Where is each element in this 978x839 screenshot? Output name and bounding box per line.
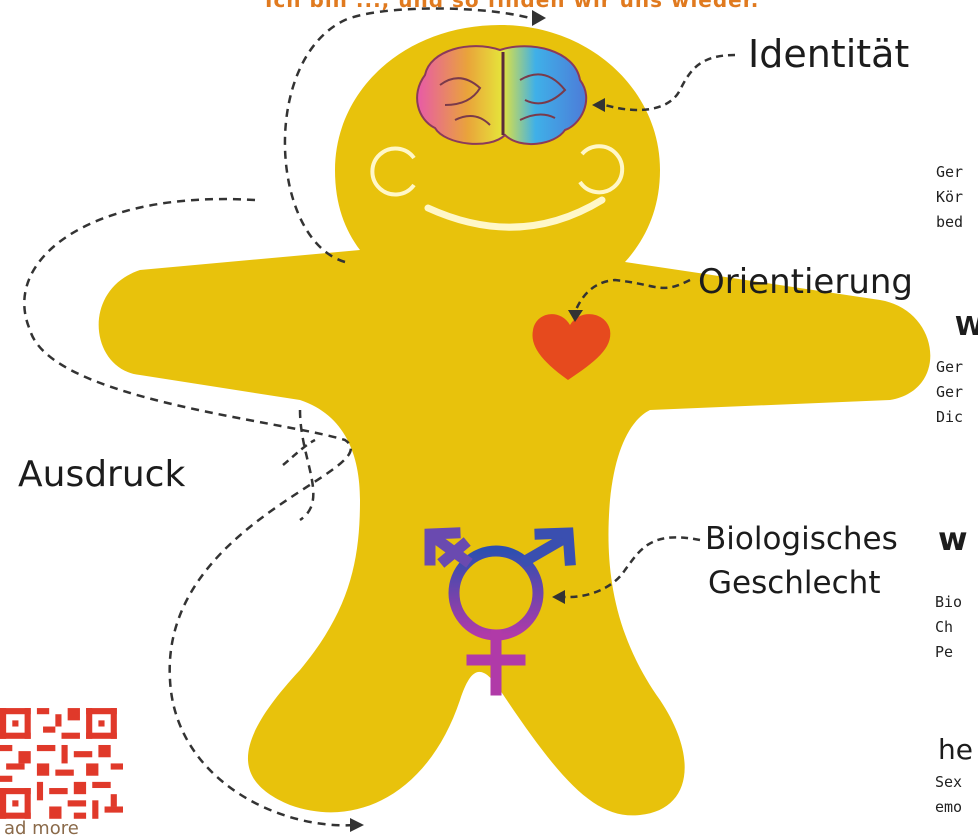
sex-notes: Sex emo	[935, 770, 962, 820]
orientation-notes: Ger Ger Dic	[936, 355, 963, 430]
biological-label-line1: Biologisches	[705, 521, 898, 557]
note-line: Pe	[935, 640, 962, 665]
identity-notes: Ger Kör bed	[936, 160, 963, 235]
note-line: Bio	[935, 590, 962, 615]
expression-label: Ausdruck	[18, 454, 185, 495]
note-line: Ger	[936, 160, 963, 185]
note-line: Ch	[935, 615, 962, 640]
note-line: Kör	[936, 185, 963, 210]
note-line: Dic	[936, 405, 963, 430]
partial-heading-w2: W	[955, 312, 978, 342]
biological-notes: Bio Ch Pe	[935, 590, 962, 665]
qr-caption: ad more	[4, 818, 79, 839]
note-line: Ger	[936, 380, 963, 405]
note-line: Ger	[936, 355, 963, 380]
partial-heading-w: w	[938, 520, 968, 558]
brain-icon	[417, 46, 586, 144]
qr-code[interactable]	[0, 708, 123, 825]
note-line: emo	[935, 795, 962, 820]
gingerbread-body	[99, 25, 931, 815]
note-line: bed	[936, 210, 963, 235]
note-line: Sex	[935, 770, 962, 795]
partial-heading-he: he	[938, 733, 973, 766]
biological-label-line2: Geschlecht	[708, 565, 880, 601]
identity-label: Identität	[748, 32, 909, 76]
orientation-label: Orientierung	[698, 262, 913, 302]
